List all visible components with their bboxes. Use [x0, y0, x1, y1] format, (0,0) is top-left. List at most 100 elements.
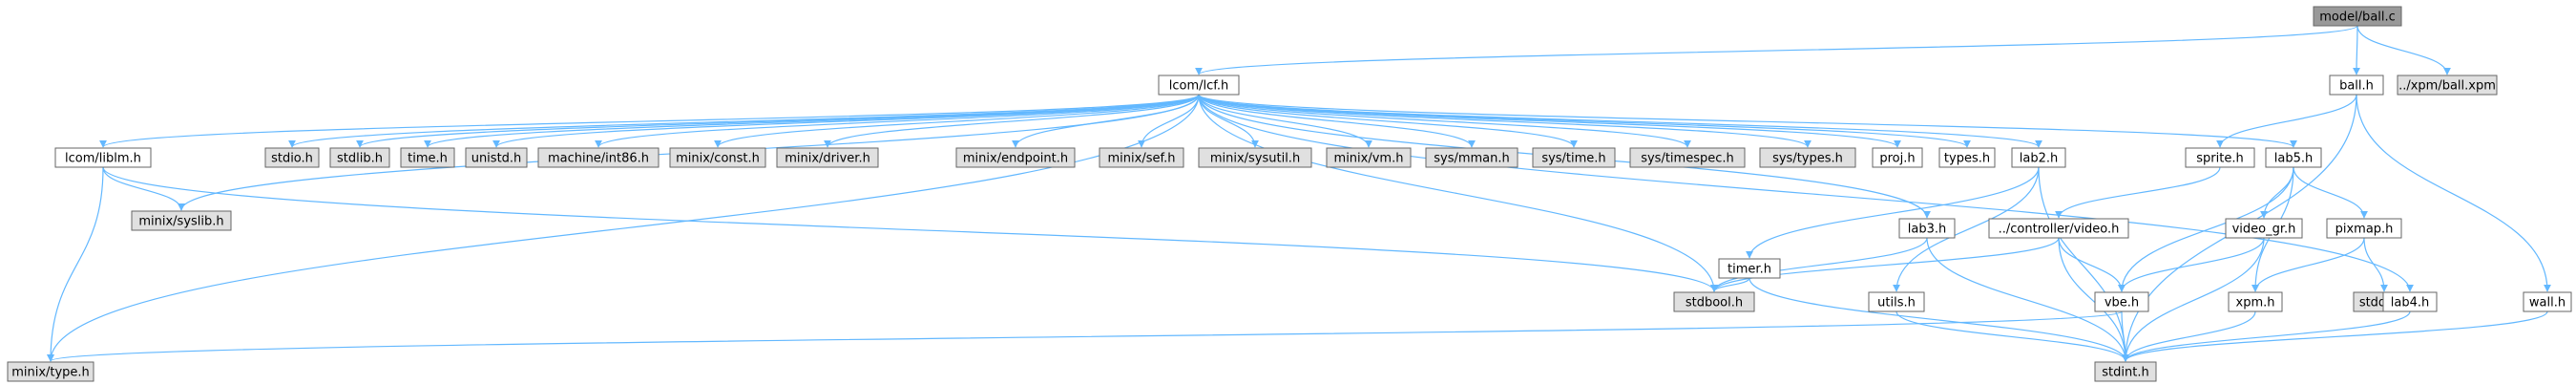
graph-node-lab5[interactable]: lab5.h: [2265, 147, 2322, 168]
edge-vbe-to-mtype: [47, 310, 2123, 362]
graph-node-ball_c[interactable]: model/ball.c: [2313, 6, 2402, 27]
node-label: pixmap.h: [2335, 223, 2394, 237]
node-label: ../controller/video.h: [1999, 223, 2120, 237]
edge-lcf-to-smman: [1198, 94, 1476, 148]
graph-node-video[interactable]: ../controller/video.h: [1988, 218, 2129, 239]
graph-node-lab3[interactable]: lab3.h: [1898, 218, 1956, 239]
node-box: [2011, 147, 2066, 168]
graph-node-utils[interactable]: utils.h: [1868, 291, 1925, 312]
graph-node-stdbool: stdbool.h: [1673, 291, 1755, 312]
graph-node-ball_xpm: ../xpm/ball.xpm: [2397, 75, 2498, 96]
edge-ball_c-to-ball_xpm: [2356, 25, 2451, 75]
node-label: sys/mman.h: [1434, 152, 1510, 166]
edge-video-to-stdint: [2058, 237, 2129, 362]
edge-pixmap-to-stddef: [2363, 237, 2388, 292]
graph-node-lab4[interactable]: lab4.h: [2382, 291, 2438, 312]
node-box: [2094, 361, 2157, 382]
graph-node-vbe[interactable]: vbe.h: [2094, 291, 2149, 312]
graph-node-proj[interactable]: proj.h: [1872, 147, 1923, 168]
node-box: [1532, 147, 1616, 168]
edge-lcf-to-mconst: [714, 94, 1200, 148]
edge-lcf-to-lab2: [1198, 94, 2042, 148]
node-label: utils.h: [1877, 296, 1916, 310]
edge-pixmap-to-xpm: [2251, 237, 2365, 292]
edge-liblm-to-stdbool: [102, 166, 1718, 292]
node-box: [1099, 147, 1184, 168]
node-label: lab4.h: [2391, 296, 2429, 310]
node-label: sprite.h: [2196, 152, 2243, 166]
node-label: xpm.h: [2236, 296, 2275, 310]
edge-sprite-to-video: [2055, 166, 2221, 219]
edge-lab2-to-stdint: [2038, 166, 2129, 362]
node-label: stdlib.h: [337, 152, 383, 166]
node-label: sys/time.h: [1541, 152, 1605, 166]
edge-timer-to-stdint: [1749, 277, 2129, 362]
node-box: [2313, 6, 2402, 27]
edge-ball_c-to-ball_h: [2353, 25, 2361, 75]
graph-node-stdint: stdint.h: [2094, 361, 2157, 382]
graph-node-liblm[interactable]: lcom/liblm.h: [54, 147, 152, 168]
graph-node-timer[interactable]: timer.h: [1718, 258, 1781, 279]
graph-node-lcf[interactable]: lcom/lcf.h: [1158, 75, 1240, 96]
node-label: minix/endpoint.h: [963, 152, 1068, 166]
node-box: [465, 147, 528, 168]
graph-node-types[interactable]: types.h: [1938, 147, 1996, 168]
edge-vbe-to-stdint: [2121, 310, 2129, 362]
node-label: lab2.h: [2020, 152, 2058, 166]
edge-liblm-to-mtype: [47, 166, 104, 362]
edge-layer: [47, 25, 2551, 362]
graph-node-videogr[interactable]: video_gr.h: [2225, 218, 2303, 239]
edge-lcf-to-stimespec: [1198, 94, 1691, 148]
node-box: [1872, 147, 1923, 168]
node-box: [1425, 147, 1518, 168]
node-label: model/ball.c: [2319, 11, 2396, 25]
node-box: [1898, 218, 1956, 239]
node-label: ball.h: [2339, 79, 2374, 94]
node-box: [2329, 75, 2384, 96]
edge-lcf-to-types: [1198, 94, 1971, 148]
edge-ball_h-to-sprite: [2216, 94, 2357, 148]
node-box: [1198, 147, 1312, 168]
graph-node-time: time.h: [400, 147, 455, 168]
graph-node-sprite[interactable]: sprite.h: [2185, 147, 2255, 168]
node-box: [264, 147, 320, 168]
edge-video-to-vbe: [2058, 237, 2126, 292]
edge-lab2-to-utils: [1893, 166, 2040, 292]
node-label: lcom/liblm.h: [65, 152, 141, 166]
node-label: video_gr.h: [2232, 223, 2296, 237]
graph-node-xpm[interactable]: xpm.h: [2228, 291, 2283, 312]
node-label: minix/type.h: [11, 366, 90, 380]
graph-node-unistd: unistd.h: [465, 147, 528, 168]
node-label: wall.h: [2529, 296, 2566, 310]
node-box: [1988, 218, 2129, 239]
edge-liblm-to-msyslib: [102, 166, 185, 211]
node-box: [955, 147, 1076, 168]
graph-node-wall[interactable]: wall.h: [2523, 291, 2572, 312]
node-label: timer.h: [1728, 263, 1771, 277]
node-box: [329, 147, 390, 168]
node-box: [2397, 75, 2498, 96]
graph-node-pixmap[interactable]: pixmap.h: [2326, 218, 2402, 239]
edge-utils-to-stdint: [1895, 310, 2129, 362]
node-box: [2228, 291, 2283, 312]
graph-node-msyslib: minix/syslib.h: [131, 210, 232, 231]
graph-node-mvm: minix/vm.h: [1326, 147, 1412, 168]
graph-node-ball_h[interactable]: ball.h: [2329, 75, 2384, 96]
node-box: [2094, 291, 2149, 312]
node-box: [1673, 291, 1755, 312]
edge-lab5-to-videogr: [2260, 166, 2294, 219]
graph-node-lab2[interactable]: lab2.h: [2011, 147, 2066, 168]
graph-node-stypes: sys/types.h: [1759, 147, 1856, 168]
node-label: minix/const.h: [676, 152, 760, 166]
edge-xpm-to-stdint: [2122, 310, 2256, 362]
node-label: machine/int86.h: [548, 152, 649, 166]
node-box: [1158, 75, 1240, 96]
edge-videogr-to-stdint: [2122, 237, 2265, 362]
graph-node-stdlib: stdlib.h: [329, 147, 390, 168]
node-box: [2265, 147, 2322, 168]
edge-ball_c-to-lcf: [1195, 25, 2358, 75]
node-label: minix/sef.h: [1108, 152, 1176, 166]
node-label: types.h: [1944, 152, 1990, 166]
edge-lcf-to-unistd: [492, 94, 1200, 148]
